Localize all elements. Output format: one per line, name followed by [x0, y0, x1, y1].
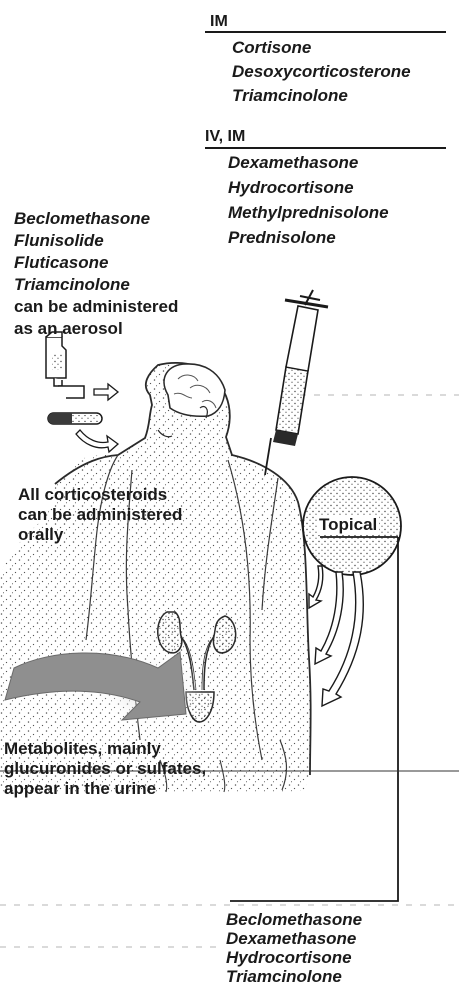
- im-drug-2: Desoxycorticosterone: [232, 63, 411, 80]
- topical-drug-2: Dexamethasone: [226, 930, 356, 947]
- topical-arrows: [309, 566, 363, 706]
- topical-drug-4: Triamcinolone: [226, 968, 342, 985]
- metabolites-line-1: Metabolites, mainly: [4, 740, 161, 757]
- iv-im-drug-2: Hydrocortisone: [228, 179, 354, 196]
- im-drug-1: Cortisone: [232, 39, 311, 56]
- metabolites-line-2: glucuronides or sulfates,: [4, 760, 206, 777]
- topical-drug-1: Beclomethasone: [226, 911, 362, 928]
- aerosol-drug-1: Beclomethasone: [14, 210, 150, 227]
- aerosol-drug-3: Fluticasone: [14, 254, 108, 271]
- aerosol-note-1: can be administered: [14, 298, 178, 315]
- aerosol-drug-4: Triamcinolone: [14, 276, 130, 293]
- kidney-left-icon: [158, 612, 182, 653]
- metabolites-line-3: appear in the urine: [4, 780, 156, 797]
- iv-im-drug-3: Methylprednisolone: [228, 204, 389, 221]
- oral-line-3: orally: [18, 526, 63, 543]
- topical-drug-3: Hydrocortisone: [226, 949, 352, 966]
- capsule-arrow-icon: [76, 430, 118, 452]
- aerosol-note-2: as an aerosol: [14, 320, 123, 337]
- syringe-icon: [265, 290, 328, 475]
- oral-line-1: All corticosteroids: [18, 486, 167, 503]
- brain-icon: [164, 364, 225, 416]
- inhaler-arrow-icon: [94, 384, 118, 400]
- kidney-right-icon: [214, 616, 236, 653]
- im-drug-3: Triamcinolone: [232, 87, 348, 104]
- oral-line-2: can be administered: [18, 506, 182, 523]
- im-heading: IM: [210, 14, 228, 30]
- aerosol-drug-2: Flunisolide: [14, 232, 104, 249]
- iv-im-drug-4: Prednisolone: [228, 229, 336, 246]
- capsule-icon: [48, 413, 102, 424]
- inhaler-icon: [46, 332, 84, 398]
- topical-label: Topical: [317, 515, 379, 535]
- iv-im-heading: IV, IM: [205, 129, 245, 145]
- iv-im-drug-1: Dexamethasone: [228, 154, 358, 171]
